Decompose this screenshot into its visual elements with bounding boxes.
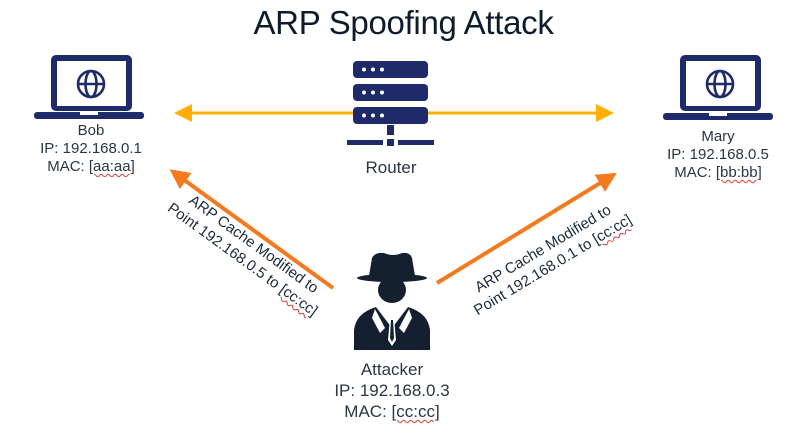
router-server-icon	[347, 61, 434, 146]
mary-laptop-icon	[663, 55, 773, 120]
mac-prefix: MAC:	[674, 164, 716, 181]
bob-mac: [aa:aa]	[88, 158, 135, 175]
router-label: Router	[365, 158, 417, 177]
attacker-mac: [cc:cc]	[391, 402, 440, 421]
attacker-ip: IP: 192.168.0.3	[334, 381, 450, 400]
attacker-mac-line: MAC: [cc:cc]	[312, 401, 472, 422]
globe-icon	[76, 69, 106, 99]
bob-laptop-icon	[34, 55, 144, 119]
mary-name: Mary	[701, 128, 735, 145]
bob-name: Bob	[77, 122, 105, 139]
attacker-name: Attacker	[360, 360, 424, 379]
diagram-title: ARP Spoofing Attack	[253, 4, 554, 41]
mary-label: Mary IP: 192.168.0.5 MAC: [bb:bb]	[638, 128, 798, 182]
globe-icon	[705, 69, 735, 99]
mac-prefix: MAC:	[344, 402, 392, 421]
bob-mac-line: MAC: [aa:aa]	[11, 158, 171, 176]
mary-ip: IP: 192.168.0.5	[667, 146, 769, 163]
mary-mac: [bb:bb]	[715, 164, 762, 181]
bob-label: Bob IP: 192.168.0.1 MAC: [aa:aa]	[11, 122, 171, 176]
mac-prefix: MAC:	[47, 158, 89, 175]
attacker-label: Attacker IP: 192.168.0.3 MAC: [cc:cc]	[312, 359, 472, 422]
attacker-spy-icon	[354, 252, 430, 350]
bob-ip: IP: 192.168.0.1	[40, 140, 142, 157]
attacker-to-bob-arrow	[169, 169, 335, 290]
mary-mac-line: MAC: [bb:bb]	[638, 164, 798, 182]
attacker-to-mary-arrow	[435, 172, 617, 285]
